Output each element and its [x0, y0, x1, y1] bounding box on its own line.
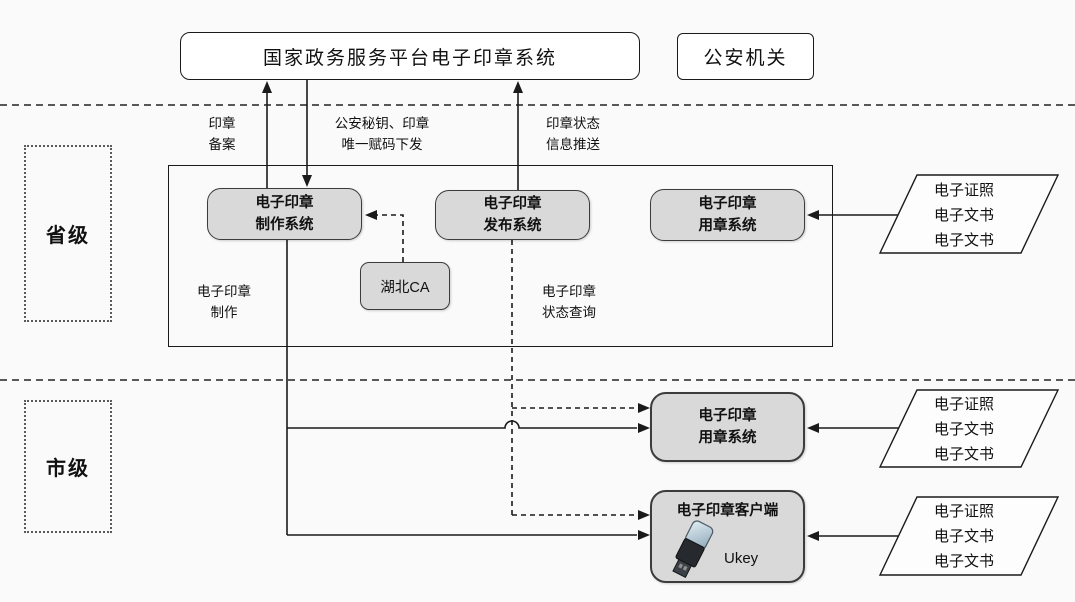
seal-making-label: 电子印章 制作 — [197, 284, 251, 320]
key-code-issue-label: 公安秘钥、印章 唯一赋码下发 — [334, 116, 430, 152]
arrow-docs-to-city-use — [807, 423, 899, 433]
status-query-label: 电子印章 状态查询 — [542, 284, 596, 320]
national-platform-title: 国家政务服务平台电子印章系统 — [262, 47, 557, 69]
city-level-label: 市级 — [46, 458, 90, 480]
client-documents-text: 电子证照 电子文书 电子文书 — [933, 503, 994, 570]
province-documents-text: 电子证照 电子文书 电子文书 — [933, 182, 994, 249]
seal-client-title: 电子印章客户端 — [676, 503, 779, 519]
province-seal-using-system-box: 电子印章 用章系统 — [650, 189, 805, 241]
province-level-label: 省级 — [46, 225, 90, 247]
national-platform-box: 国家政务服务平台电子印章系统 — [180, 32, 640, 80]
city-use-documents-text: 电子证照 电子文书 电子文书 — [933, 396, 994, 463]
public-security-title: 公安机关 — [703, 48, 788, 69]
city-level-region: 市级 — [24, 400, 112, 533]
seal-record-label: 印章 备案 — [208, 116, 236, 152]
arrow-docs-to-client — [807, 531, 898, 541]
city-seal-using-system-box: 电子印章 用章系统 — [650, 392, 805, 462]
seal-publishing-system-box: 电子印章 发布系统 — [435, 190, 590, 240]
public-security-box: 公安机关 — [677, 33, 814, 80]
seal-making-system-box: 电子印章 制作系统 — [207, 188, 362, 240]
status-push-label: 印章状态 信息推送 — [546, 116, 600, 152]
province-systems-container — [168, 165, 833, 347]
ukey-icon — [672, 520, 714, 579]
ukey-label: Ukey — [724, 550, 759, 567]
hubei-ca-box: 湖北CA — [360, 262, 450, 310]
province-level-region: 省级 — [24, 145, 112, 322]
seal-client-box: 电子印章客户端 Ukey — [650, 490, 805, 583]
